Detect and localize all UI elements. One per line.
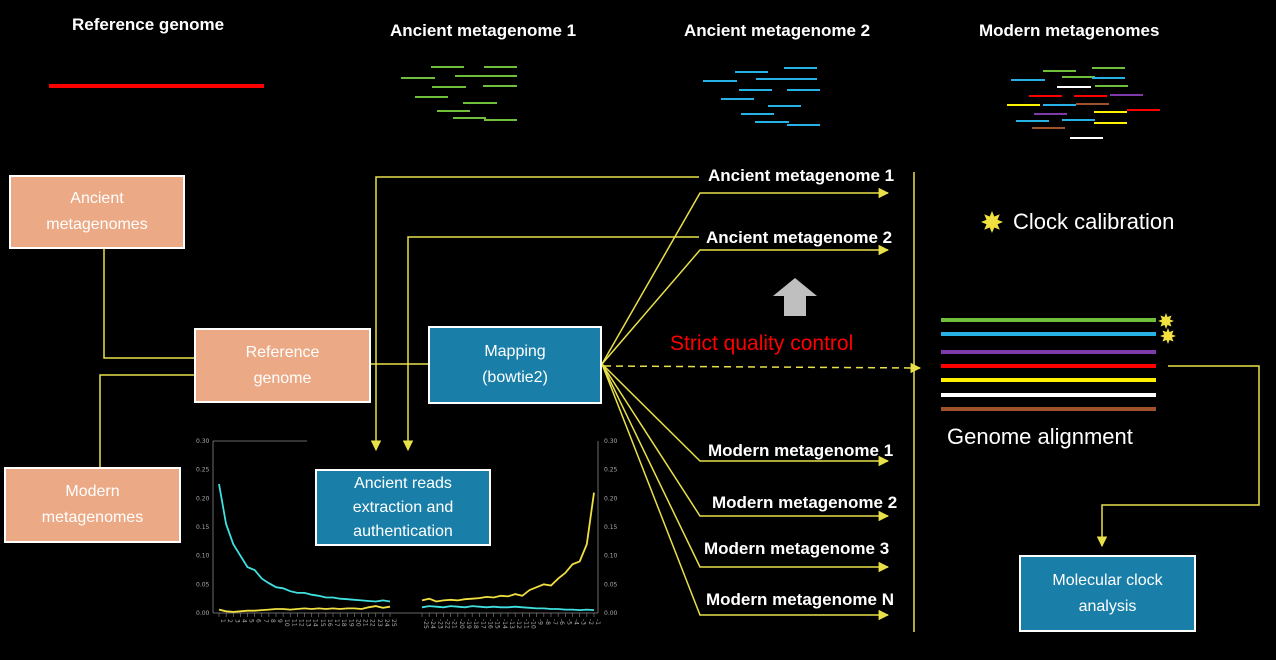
damage-plot-y-tick-left: 0.30 — [196, 438, 210, 445]
damage-plot-x-tick-right: -12 — [515, 619, 522, 629]
damage-plot-x-tick-left: 13 — [305, 619, 312, 627]
reference-genome-box: Reference genome — [194, 328, 371, 403]
damage-plot-x-tick-right: -7 — [551, 619, 558, 625]
damage-plot-x-tick-left: 2 — [226, 619, 233, 623]
clock-calibration-label: Clock calibration — [1013, 209, 1175, 234]
damage-plot-x-tick-left: 6 — [255, 619, 262, 623]
output-modern-metagenome-n: Modern metagenome N — [706, 590, 894, 609]
damage-plot-x-tick-right: -10 — [530, 619, 537, 629]
damage-plot-y-tick-left: 0.20 — [196, 495, 210, 502]
damage-plot-y-tick-left: 0.00 — [196, 610, 210, 617]
damage-plot-x-tick-left: 24 — [383, 619, 390, 627]
output-ancient-metagenome-2: Ancient metagenome 2 — [706, 228, 893, 247]
damage-plot-x-tick-right: -8 — [544, 619, 551, 625]
damage-plot-x-tick-left: 16 — [326, 619, 333, 627]
header-ancient-metagenome-1: Ancient metagenome 1 — [390, 21, 577, 40]
damage-plot-x-tick-left: 11 — [290, 619, 297, 627]
damage-plot-x-tick-right: -2 — [587, 619, 594, 625]
damage-plot-y-tick-left: 0.05 — [196, 581, 210, 588]
damage-plot-right-yellow-series — [421, 492, 595, 603]
damage-plot-x-tick-right: -14 — [501, 619, 508, 629]
output-modern-metagenome-2: Modern metagenome 2 — [712, 493, 898, 512]
damage-plot-x-tick-left: 4 — [240, 619, 247, 623]
mapping-box: Mapping (bowtie2) — [428, 326, 602, 404]
damage-plot-x-tick-right: -21 — [451, 619, 458, 629]
damage-plot-left-cyan-series — [218, 483, 391, 603]
damage-plot-x-tick-right: -3 — [580, 619, 587, 625]
genome-alignment-label: Genome alignment — [947, 424, 1133, 449]
damage-plot-y-tick-right: 0.25 — [604, 467, 618, 474]
damage-plot-x-tick-right: -15 — [494, 619, 501, 629]
output-modern-metagenome-1: Modern metagenome 1 — [708, 441, 894, 460]
damage-plot-y-tick-right: 0.30 — [604, 438, 618, 445]
damage-plot-x-tick-left: 14 — [312, 619, 319, 627]
damage-plot-x-tick-left: 23 — [376, 619, 383, 627]
box-connectors — [99, 176, 699, 467]
damage-plot-x-tick-left: 22 — [369, 619, 376, 627]
damage-plot-x-tick-right: -24 — [429, 619, 436, 629]
damage-plot-x-tick-left: 1 — [219, 619, 226, 623]
damage-plot-y-tick-right: 0.15 — [604, 524, 618, 531]
damage-plot-x-tick-right: -18 — [472, 619, 479, 629]
damage-plot-x-tick-left: 12 — [297, 619, 304, 627]
ancient-metagenomes-box: Ancient metagenomes — [9, 175, 185, 249]
ancient-1-reads — [401, 66, 517, 121]
damage-plot-right-cyan-series — [421, 605, 595, 612]
damage-plot-x-tick-right: -9 — [537, 619, 544, 625]
strict-quality-control-label: Strict quality control — [670, 332, 854, 355]
modern-metagenomes-box: Modern metagenomes — [4, 467, 181, 543]
damage-plot-x-tick-left: 15 — [319, 619, 326, 627]
damage-plot-x-tick-left: 5 — [248, 619, 255, 623]
alignment-to-clock-connector — [1096, 365, 1260, 548]
damage-plot-y-tick-left: 0.10 — [196, 553, 210, 560]
damage-plot-x-tick-right: -13 — [508, 619, 515, 629]
damage-plot-x-tick-right: -25 — [422, 619, 429, 629]
damage-plot-x-tick-left: 8 — [269, 619, 276, 623]
damage-plot-y-tick-right: 0.00 — [604, 610, 618, 617]
damage-plot-x-tick-right: -5 — [565, 619, 572, 625]
damage-plot-x-tick-right: -19 — [465, 619, 472, 629]
damage-plot-x-tick-left: 19 — [347, 619, 354, 627]
output-ancient-metagenome-1: Ancient metagenome 1 — [708, 166, 895, 185]
damage-plot-x-tick-right: -11 — [522, 619, 529, 629]
ancient-2-reads — [703, 67, 820, 126]
damage-plot-x-tick-right: -6 — [558, 619, 565, 625]
header-modern-metagenomes: Modern metagenomes — [979, 21, 1160, 40]
ancient-reads-box: Ancient reads extraction and authenticat… — [315, 469, 491, 546]
header-ancient-metagenome-2: Ancient metagenome 2 — [684, 21, 871, 40]
damage-plot-y-tick-right: 0.05 — [604, 581, 618, 588]
damage-plot: 0.30 0.30 0.25 0.25 0.20 0.20 0.15 0.15 0.10 0.10… — [196, 438, 618, 629]
damage-plot-x-tick-left: 21 — [362, 619, 369, 627]
damage-plot-x-tick-left: 3 — [233, 619, 240, 623]
damage-plot-x-tick-right: -20 — [458, 619, 465, 629]
damage-plot-x-tick-right: -1 — [594, 619, 601, 625]
damage-plot-x-tick-right: -23 — [436, 619, 443, 629]
output-modern-metagenome-3: Modern metagenome 3 — [704, 539, 890, 558]
damage-plot-x-tick-right: -4 — [573, 619, 580, 625]
genome-alignment-lines — [941, 318, 1156, 411]
damage-plot-x-tick-left: 18 — [340, 619, 347, 627]
modern-reads — [1007, 67, 1160, 139]
calibration-star-icons — [981, 211, 1176, 344]
damage-plot-y-tick-right: 0.20 — [604, 495, 618, 502]
damage-plot-left-yellow-series — [218, 605, 391, 613]
up-arrow-icon — [773, 278, 817, 316]
damage-plot-x-tick-left: 25 — [390, 619, 397, 627]
damage-plot-x-tick-left: 7 — [262, 619, 269, 623]
damage-plot-y-tick-left: 0.15 — [196, 524, 210, 531]
damage-plot-x-tick-left: 20 — [354, 619, 361, 627]
damage-plot-x-tick-right: -22 — [444, 619, 451, 629]
mapping-fan-out-arrows — [601, 187, 922, 621]
header-reference-genome: Reference genome — [72, 15, 225, 34]
damage-plot-x-tick-left: 17 — [333, 619, 340, 627]
damage-plot-x-tick-right: -17 — [479, 619, 486, 629]
molecular-clock-box: Molecular clock analysis — [1019, 555, 1196, 632]
damage-plot-y-tick-right: 0.10 — [604, 553, 618, 560]
damage-plot-x-tick-right: -16 — [487, 619, 494, 629]
damage-plot-x-tick-left: 10 — [283, 619, 290, 627]
damage-plot-x-tick-left: 9 — [276, 619, 283, 623]
damage-plot-y-tick-left: 0.25 — [196, 467, 210, 474]
